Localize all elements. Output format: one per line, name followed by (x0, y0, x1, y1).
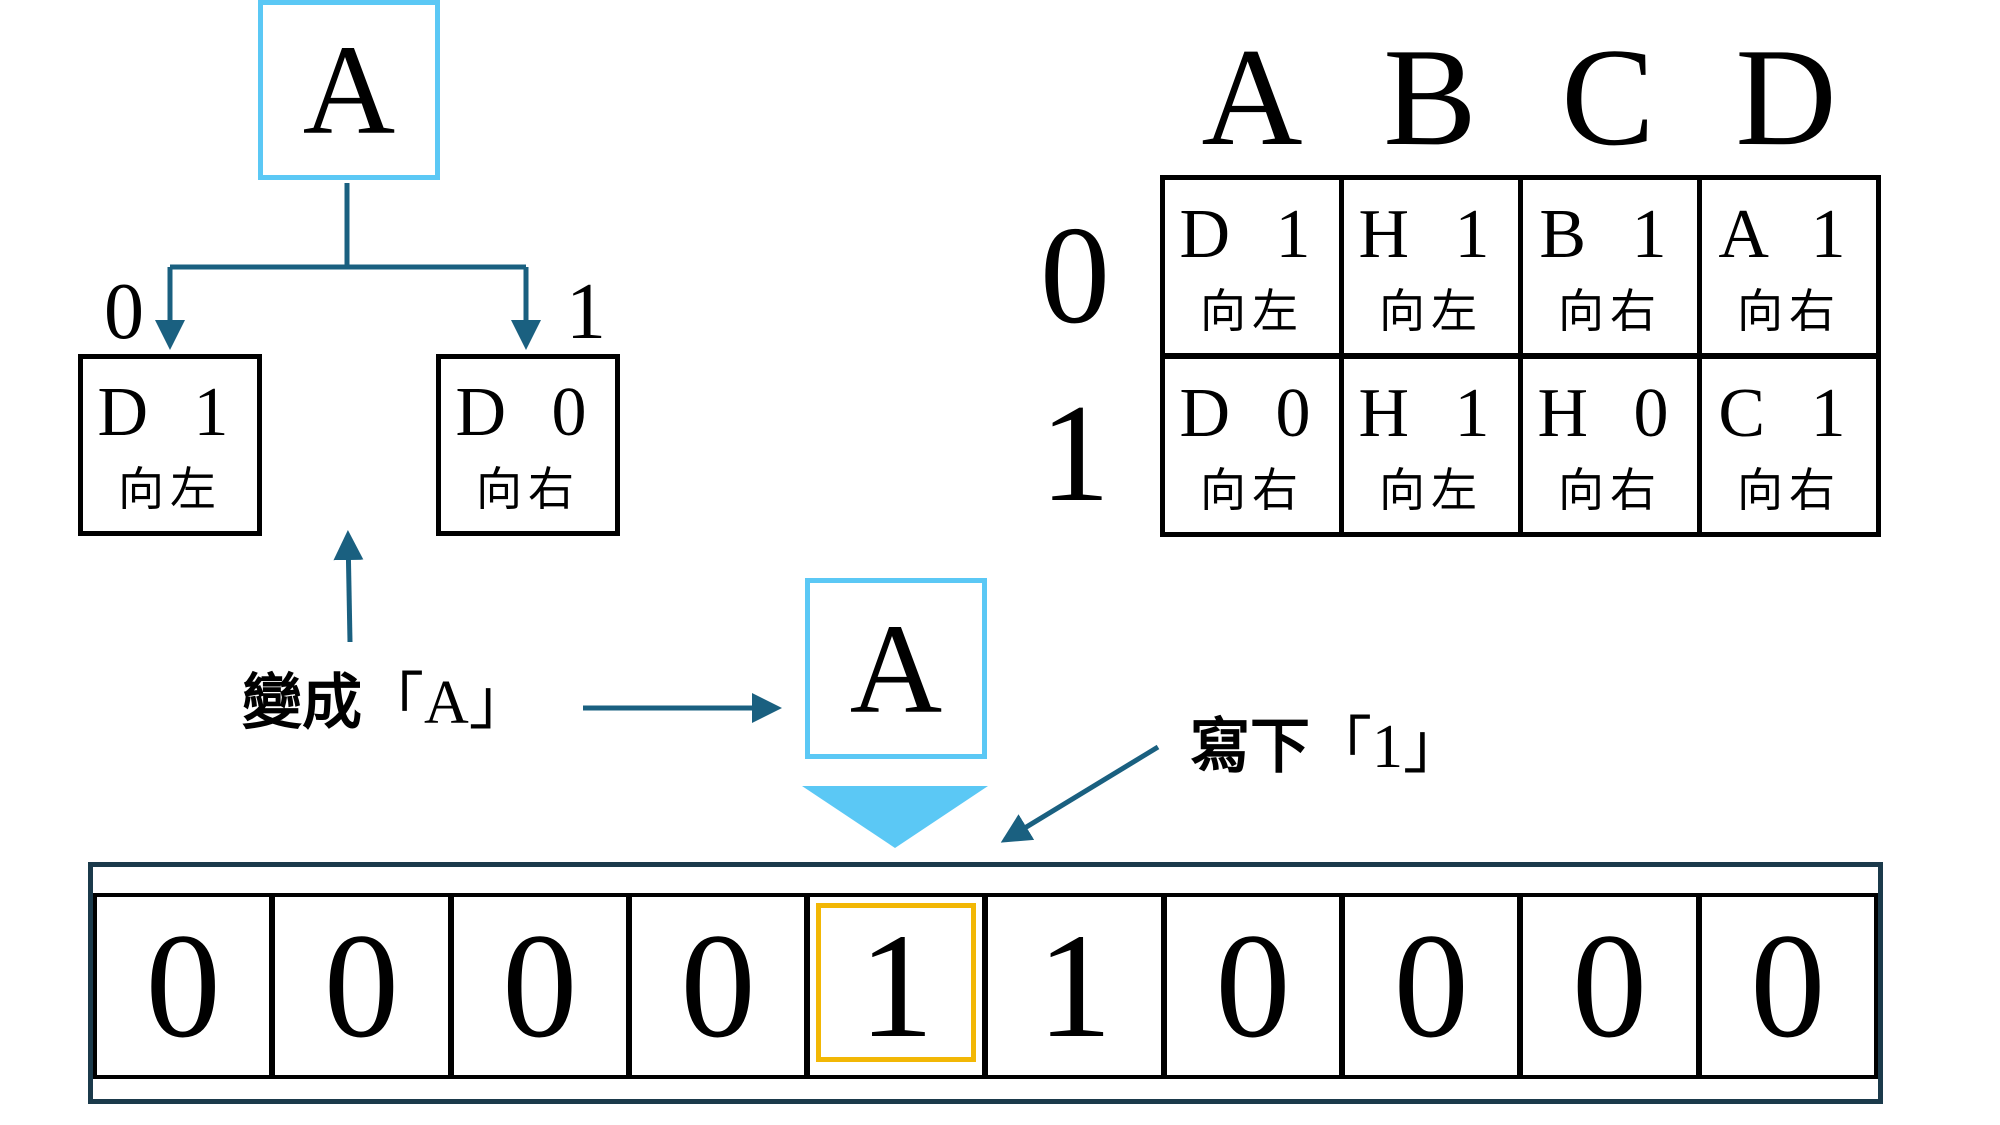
table-col-header-c: C (1561, 20, 1655, 175)
table-cell-0-d: A 1 向右 (1697, 175, 1881, 358)
tape-cells: 0 0 0 0 1 1 0 0 0 0 (93, 893, 1878, 1079)
table-cell-0-a: D 1 向左 (1160, 175, 1344, 358)
tree-left-branch-label: 0 (104, 268, 144, 356)
write-arrow (1000, 744, 1160, 843)
become-caption-text: 變成 (242, 668, 362, 738)
tape-cell: 0 (271, 893, 452, 1079)
current-state-box: A (805, 578, 987, 759)
table-cell-1-d: C 1 向右 (1697, 354, 1881, 537)
table-cell-1-a: D 0 向右 (1160, 354, 1344, 537)
tape-cell: 0 (1341, 893, 1522, 1079)
table-col-header-b: B (1383, 20, 1477, 175)
tape-cell: 0 (1519, 893, 1700, 1079)
become-up-arrow (333, 530, 364, 643)
table-cell-action: A 1 (1718, 195, 1860, 273)
table-row-header-0: 0 (1040, 198, 1110, 353)
table-cell-direction: 向左 (1200, 283, 1304, 338)
table-cell-1-c: H 0 向右 (1518, 354, 1702, 537)
head-pointer-triangle (802, 786, 988, 848)
tape-cell-under-head: 1 (806, 893, 987, 1079)
tree-right-node-direction: 向右 (476, 462, 580, 516)
table-cell-0-b: H 1 向左 (1339, 175, 1523, 358)
table-cell-action: H 0 (1537, 374, 1683, 452)
tree-root-state: A (258, 0, 440, 180)
table-cell-direction: 向左 (1379, 462, 1483, 517)
table-col-header-d: D (1735, 20, 1837, 175)
tape-cell: 0 (449, 893, 630, 1079)
table-cell-0-c: B 1 向右 (1518, 175, 1702, 358)
table-cell-direction: 向右 (1558, 283, 1662, 338)
table-cell-action: D 1 (1179, 195, 1325, 273)
table-cell-action: H 1 (1358, 195, 1504, 273)
write-caption-value: 「1」 (1310, 713, 1466, 781)
table-col-header-a: A (1201, 20, 1303, 175)
tree-left-node-action: D 1 (97, 374, 243, 451)
tree-right-node: D 0 向右 (436, 354, 620, 536)
tape-cell: 0 (1697, 893, 1878, 1079)
write-caption-text: 寫下 (1190, 712, 1310, 782)
tape-cell: 1 (984, 893, 1165, 1079)
tree-left-node-direction: 向左 (118, 462, 222, 516)
table-cell-action: C 1 (1718, 374, 1860, 452)
table-cell-direction: 向右 (1737, 283, 1841, 338)
table-cell-direction: 向右 (1200, 462, 1304, 517)
tree-right-branch-label: 1 (566, 268, 606, 356)
become-caption-value: 「A」 (362, 669, 531, 737)
tape-cell: 0 (93, 893, 274, 1079)
table-cell-direction: 向右 (1737, 462, 1841, 517)
table-row-header-1: 1 (1040, 376, 1110, 531)
table-cell-1-b: H 1 向左 (1339, 354, 1523, 537)
table-cell-direction: 向右 (1558, 462, 1662, 517)
tape-cell: 0 (627, 893, 809, 1079)
tape-cell: 0 (1162, 893, 1344, 1079)
become-state-caption: 變成「A」 (242, 672, 531, 734)
table-cell-direction: 向左 (1379, 283, 1483, 338)
tree-left-node: D 1 向左 (78, 354, 262, 536)
table-cell-action: H 1 (1358, 374, 1504, 452)
write-symbol-caption: 寫下「1」 (1190, 716, 1465, 778)
table-cell-action: D 0 (1179, 374, 1325, 452)
tree-right-node-action: D 0 (455, 374, 601, 451)
table-cell-action: B 1 (1539, 195, 1681, 273)
